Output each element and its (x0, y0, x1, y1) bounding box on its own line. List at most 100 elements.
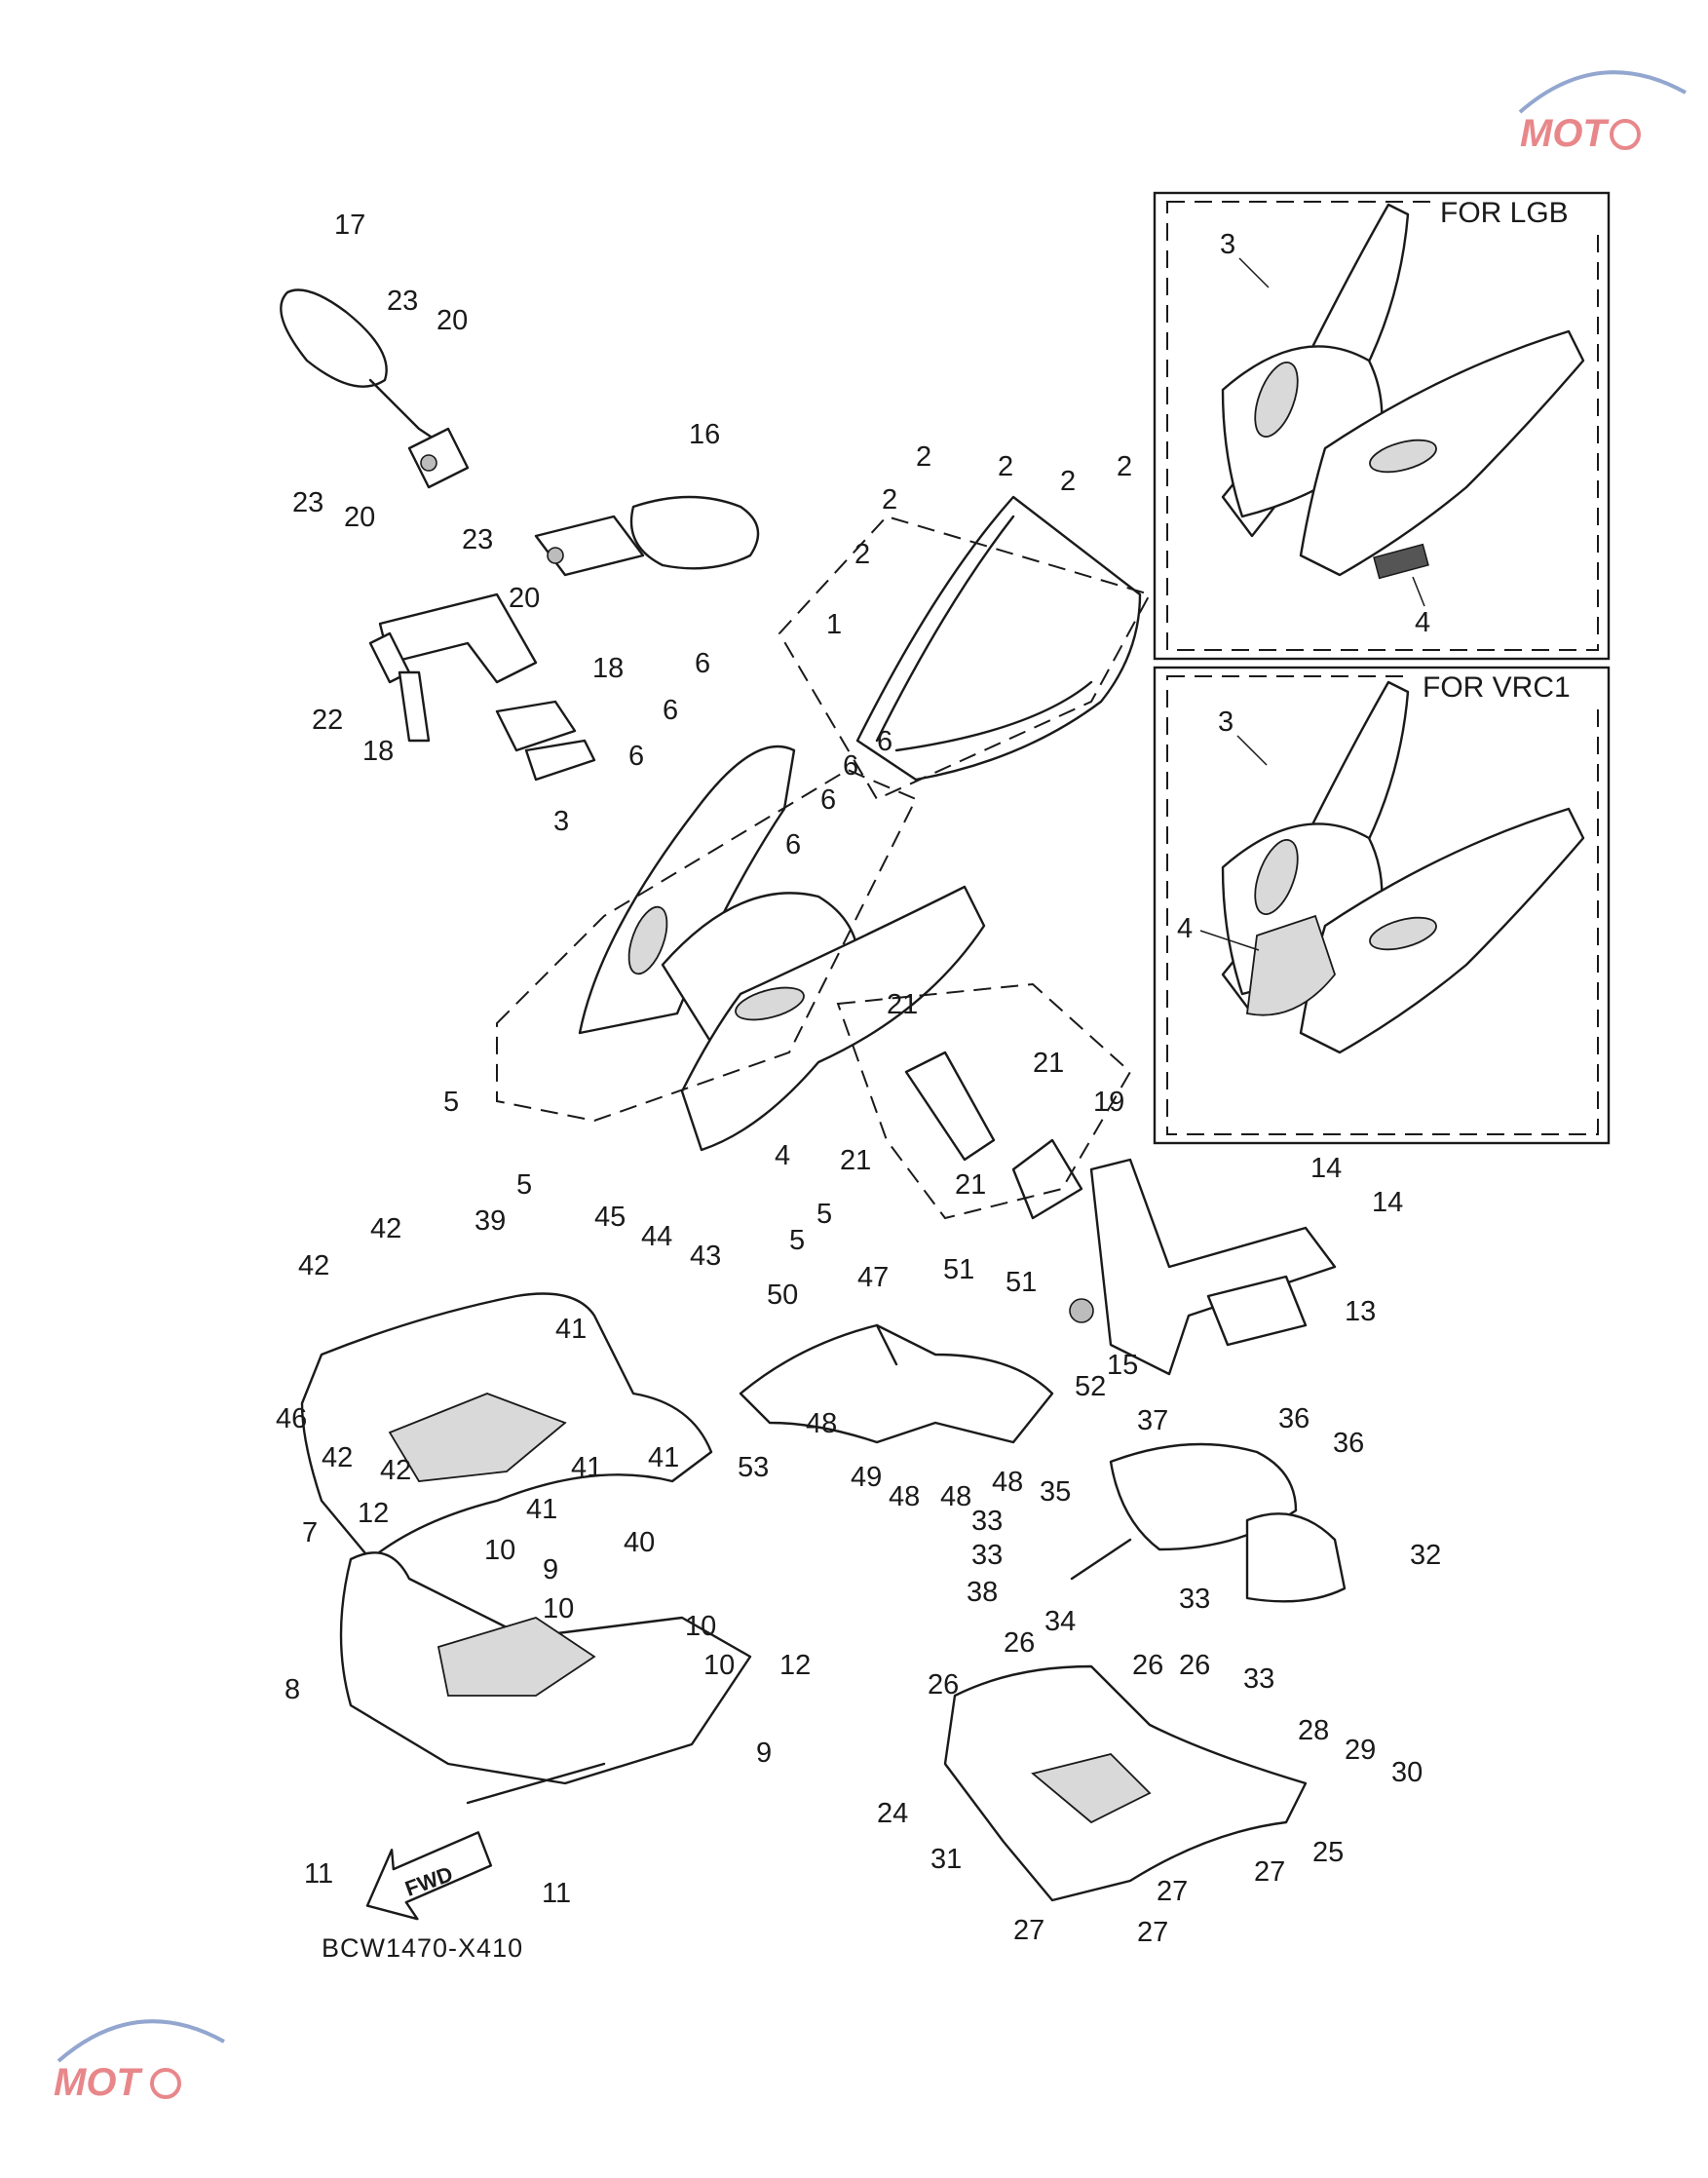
callout-42: 42 (298, 1250, 329, 1281)
callout-48: 48 (806, 1408, 837, 1439)
callout-21: 21 (1033, 1048, 1064, 1079)
callout-38: 38 (967, 1577, 998, 1608)
callout-41: 41 (648, 1442, 679, 1473)
inset-for-lgb: FOR LGB 3 4 (1153, 191, 1611, 661)
inset-lgb-label-3: 3 (1220, 229, 1235, 260)
callout-26: 26 (1132, 1650, 1163, 1681)
callout-26: 26 (1004, 1627, 1035, 1659)
callout-labels: 17 23 20 23 20 23 20 16 22 18 18 2 2 2 2… (276, 210, 1441, 1948)
callout-8: 8 (285, 1674, 300, 1705)
lower-cowling-right (943, 1664, 1308, 1902)
callout-28: 28 (1298, 1715, 1329, 1746)
callout-6: 6 (785, 829, 801, 860)
callout-5: 5 (816, 1199, 832, 1230)
callout-2: 2 (916, 441, 931, 473)
callout-5: 5 (443, 1087, 459, 1118)
callout-6: 6 (628, 741, 644, 772)
callout-16: 16 (689, 419, 720, 450)
callout-51: 51 (1006, 1267, 1037, 1298)
callout-27: 27 (1013, 1915, 1044, 1946)
callout-50: 50 (767, 1280, 798, 1311)
callout-25: 25 (1312, 1837, 1344, 1868)
mirror-right (534, 495, 760, 577)
callout-9: 9 (543, 1554, 558, 1586)
callout-10: 10 (685, 1611, 716, 1642)
callout-2: 2 (998, 451, 1013, 482)
callout-48: 48 (940, 1481, 971, 1512)
callout-24: 24 (877, 1798, 908, 1829)
callout-26: 26 (1179, 1650, 1210, 1681)
callout-20: 20 (509, 583, 540, 614)
callout-30: 30 (1391, 1757, 1423, 1788)
callout-2: 2 (882, 484, 897, 516)
fwd-arrow: FWD (365, 1831, 493, 1921)
callout-53: 53 (738, 1452, 769, 1483)
callout-18: 18 (592, 653, 624, 684)
callout-11: 11 (542, 1878, 571, 1909)
callout-42: 42 (370, 1213, 401, 1244)
callout-29: 29 (1345, 1735, 1376, 1766)
inset-vrc1-label-4: 4 (1177, 913, 1193, 944)
callout-23: 23 (292, 487, 323, 518)
callout-46: 46 (276, 1403, 307, 1434)
callout-34: 34 (1044, 1606, 1076, 1637)
callout-18: 18 (362, 736, 394, 767)
front-cowling (496, 745, 986, 1152)
callout-26: 26 (928, 1669, 959, 1700)
callout-39: 39 (474, 1205, 506, 1237)
windscreen (778, 495, 1152, 801)
callout-10: 10 (484, 1535, 515, 1566)
callout-27: 27 (1254, 1856, 1285, 1888)
callout-14: 14 (1310, 1153, 1342, 1184)
callout-22: 22 (312, 705, 343, 736)
callout-20: 20 (436, 305, 468, 336)
callout-1: 1 (826, 609, 842, 640)
cowl-stay-upper (836, 982, 1132, 1220)
callout-5: 5 (516, 1169, 532, 1201)
callout-2: 2 (854, 539, 870, 570)
mirror-left (280, 288, 470, 489)
callout-43: 43 (690, 1241, 721, 1272)
callout-17: 17 (334, 210, 365, 241)
callout-10: 10 (543, 1593, 574, 1624)
callout-35: 35 (1040, 1476, 1071, 1508)
inner-panel (300, 1292, 713, 1561)
callout-6: 6 (695, 648, 710, 679)
callout-6: 6 (663, 695, 678, 726)
callout-42: 42 (322, 1442, 353, 1473)
callout-45: 45 (594, 1202, 626, 1233)
callout-32: 32 (1410, 1540, 1441, 1571)
svg-text:MOT: MOT (54, 2061, 143, 2104)
callout-31: 31 (930, 1844, 962, 1875)
callout-2: 2 (1060, 466, 1076, 497)
callout-21: 21 (840, 1145, 871, 1176)
callout-47: 47 (857, 1262, 889, 1293)
callout-13: 13 (1345, 1296, 1376, 1327)
inset-vrc1-title: FOR VRC1 (1423, 671, 1571, 704)
callout-12: 12 (779, 1650, 811, 1681)
callout-2: 2 (1117, 451, 1132, 482)
callout-42: 42 (380, 1455, 411, 1486)
inset-lgb-label-4: 4 (1415, 607, 1430, 638)
callout-41: 41 (526, 1494, 557, 1525)
callout-10: 10 (703, 1650, 735, 1681)
callout-21: 21 (955, 1169, 986, 1201)
callout-14: 14 (1372, 1187, 1403, 1218)
callout-15: 15 (1107, 1350, 1138, 1381)
callout-6: 6 (843, 750, 858, 782)
callout-40: 40 (624, 1527, 655, 1558)
callout-12: 12 (358, 1498, 389, 1529)
callout-41: 41 (571, 1452, 602, 1483)
callout-21: 21 (887, 989, 918, 1020)
callout-27: 27 (1157, 1876, 1188, 1907)
callout-33: 33 (971, 1540, 1003, 1571)
callout-37: 37 (1137, 1405, 1168, 1436)
callout-4: 4 (775, 1140, 790, 1171)
callout-44: 44 (641, 1221, 672, 1252)
mirror-bracket (368, 592, 596, 782)
watermark-logo-top: MOT (1518, 70, 1687, 155)
callout-9: 9 (756, 1738, 772, 1769)
inset-for-vrc1: FOR VRC1 3 4 (1153, 666, 1611, 1145)
watermark-logo-bottom: MOT (54, 2019, 225, 2104)
callout-11: 11 (304, 1858, 333, 1890)
